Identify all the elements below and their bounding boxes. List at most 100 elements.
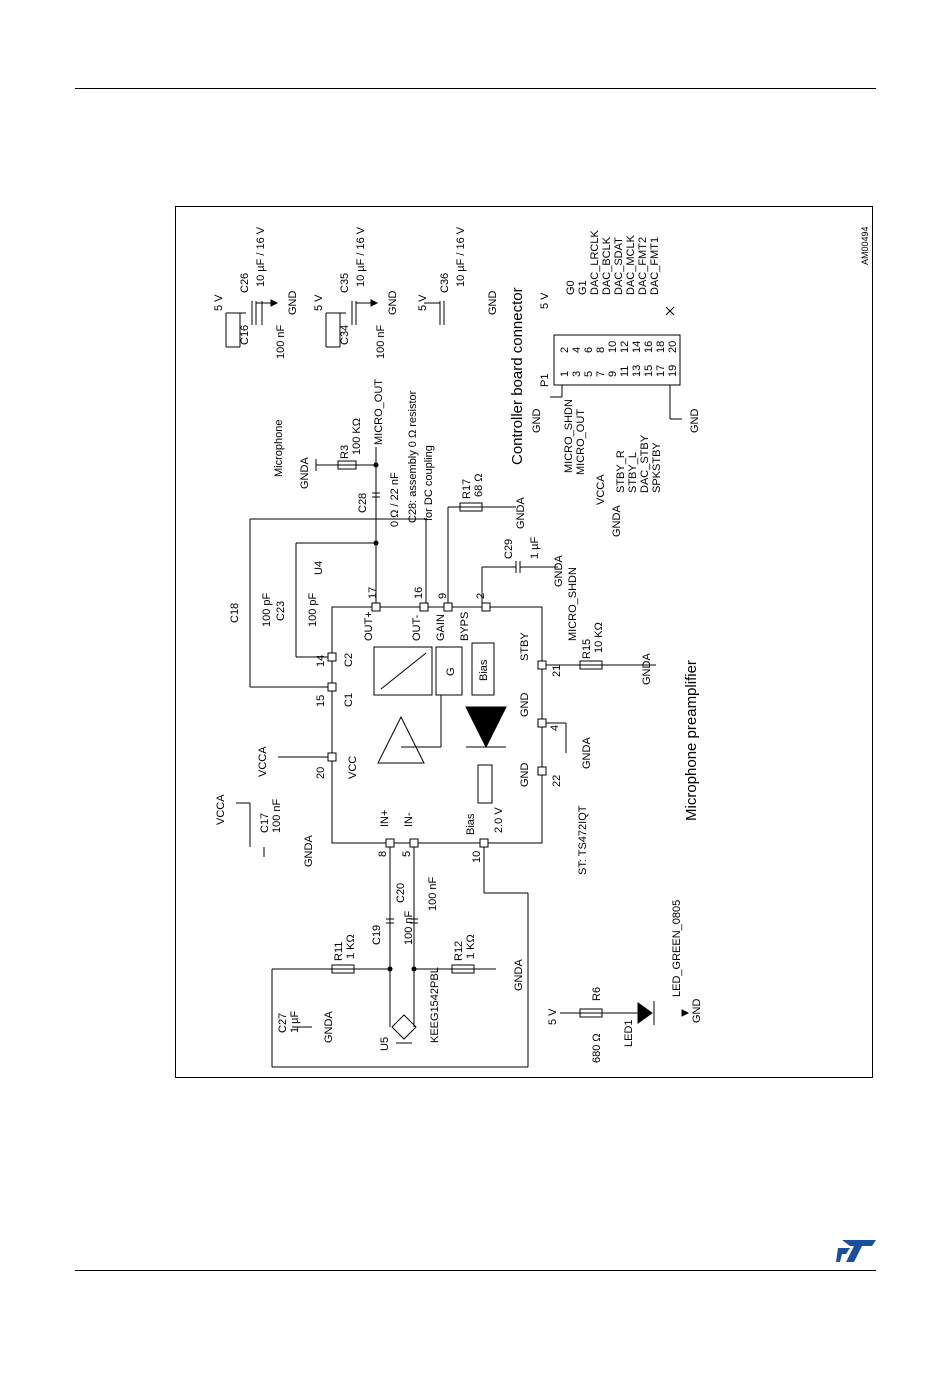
svg-text:17: 17 (367, 587, 379, 599)
svg-text:4: 4 (571, 347, 583, 353)
svg-text:C35: C35 (339, 273, 351, 293)
svg-text:8: 8 (377, 851, 389, 857)
svg-text:5 V: 5 V (547, 1008, 559, 1025)
p1-even-signals: G0 G1 DAC_LRCLK DAC_BCLK DAC_SDAT DAC_MC… (565, 230, 661, 295)
svg-text:VCCA: VCCA (257, 746, 269, 777)
svg-text:100 nF: 100 nF (271, 798, 283, 833)
svg-text:10 µF / 16 V: 10 µF / 16 V (255, 226, 267, 287)
connector-title: Controller board connector (509, 287, 526, 465)
svg-text:C28: C28 (357, 493, 369, 513)
svg-text:20: 20 (315, 767, 327, 779)
svg-text:GND: GND (487, 291, 499, 316)
r17-c29-network: R17 68 Ω GNDA C29 1 µF GNDA (447, 473, 565, 607)
svg-text:R6: R6 (591, 987, 603, 1001)
svg-text:15: 15 (315, 695, 327, 707)
svg-text:100 KΩ: 100 KΩ (351, 418, 363, 455)
svg-text:GND: GND (287, 291, 299, 316)
svg-text:Bias: Bias (478, 659, 490, 681)
svg-text:20: 20 (667, 341, 679, 353)
svg-text:5: 5 (401, 851, 413, 857)
svg-text:5 V: 5 V (313, 294, 325, 311)
svg-text:2.0 V: 2.0 V (493, 807, 505, 833)
svg-text:VCC: VCC (347, 756, 359, 779)
svg-text:8: 8 (595, 347, 607, 353)
svg-text:100 pF: 100 pF (261, 592, 273, 627)
svg-text:7: 7 (595, 371, 607, 377)
svg-text:17: 17 (655, 365, 667, 377)
schematic-frame: AM00494 Controller board connector Micro… (175, 206, 873, 1078)
svg-text:GND: GND (531, 409, 543, 434)
svg-text:21: 21 (551, 665, 563, 677)
svg-text:OUT+: OUT+ (363, 611, 375, 641)
svg-text:SPKSTBY: SPKSTBY (651, 442, 663, 493)
svg-text:14: 14 (315, 655, 327, 667)
svg-text:5 V: 5 V (417, 294, 429, 311)
output-network: GNDA R3 100 KΩ MICRO_OUT C28 0 Ω / 22 nF… (299, 379, 435, 607)
u4-ic: U4 ST: TS472IQT G Bias 17 OUT+ 16 OUT- 9… (313, 561, 589, 875)
p1-pin-numbers: 1 3 5 7 9 11 13 15 17 19 2 4 6 8 10 12 1… (559, 341, 679, 377)
svg-text:KEEG1542PBL: KEEG1542PBL (429, 967, 441, 1043)
svg-text:1 µF: 1 µF (529, 536, 541, 559)
svg-text:C2: C2 (343, 653, 355, 667)
svg-text:MICRO_SHDN: MICRO_SHDN (563, 399, 575, 473)
svg-text:STBY_R: STBY_R (615, 450, 627, 493)
svg-text:GNDA: GNDA (323, 1011, 335, 1043)
svg-text:R3: R3 (339, 445, 351, 459)
svg-text:18: 18 (655, 341, 667, 353)
svg-text:R12: R12 (453, 941, 465, 961)
svg-text:G: G (445, 667, 457, 676)
svg-text:GAIN: GAIN (435, 614, 447, 641)
feedback-caps: C18 100 pF C23 100 pF (229, 518, 427, 688)
svg-text:5 V: 5 V (539, 292, 551, 309)
svg-text:GNDA: GNDA (303, 835, 315, 867)
svg-text:14: 14 (631, 341, 643, 353)
svg-text:GNDA: GNDA (513, 959, 525, 991)
svg-text:16: 16 (643, 341, 655, 353)
svg-text:MICRO_OUT: MICRO_OUT (575, 409, 587, 475)
svg-text:2: 2 (475, 593, 487, 599)
svg-text:4: 4 (549, 725, 561, 731)
svg-text:13: 13 (631, 365, 643, 377)
svg-text:GND: GND (689, 409, 701, 434)
svg-text:0 Ω / 22 nF: 0 Ω / 22 nF (389, 472, 401, 527)
header-rule (75, 88, 876, 89)
schematic-diagram: AM00494 Controller board connector Micro… (213, 226, 870, 1068)
svg-text:100 pF: 100 pF (307, 592, 319, 627)
svg-text:10 µF / 16 V: 10 µF / 16 V (455, 226, 467, 287)
svg-text:STBY_L: STBY_L (627, 452, 639, 493)
svg-text:DAC_FMT1: DAC_FMT1 (649, 237, 661, 295)
svg-text:15: 15 (643, 365, 655, 377)
svg-text:22: 22 (551, 775, 563, 787)
svg-text:MICRO_SHDN: MICRO_SHDN (567, 567, 579, 641)
svg-text:G0: G0 (565, 280, 577, 295)
stby-network: MICRO_SHDN R15 10 KΩ GNDA GNDA (546, 567, 656, 769)
svg-text:BYPS: BYPS (459, 612, 471, 641)
p1-odd-signals: MICRO_SHDN MICRO_OUT VCCA GNDA STBY_R ST… (563, 399, 663, 537)
svg-text:GNDA: GNDA (581, 737, 593, 769)
footer-rule (75, 1270, 876, 1271)
svg-text:C20: C20 (395, 883, 407, 903)
svg-text:10 µF / 16 V: 10 µF / 16 V (355, 226, 367, 287)
svg-text:Bias: Bias (465, 813, 477, 835)
svg-text:100 nF: 100 nF (375, 324, 387, 359)
svg-text:12: 12 (619, 341, 631, 353)
microphone-label: Microphone (273, 420, 285, 477)
svg-text:10: 10 (471, 851, 483, 863)
svg-text:3: 3 (571, 371, 583, 377)
svg-text:5: 5 (583, 371, 595, 377)
svg-text:for DC coupling: for DC coupling (423, 445, 435, 521)
svg-text:DAC_FMT2: DAC_FMT2 (637, 237, 649, 295)
svg-text:GND: GND (519, 763, 531, 788)
svg-text:6: 6 (583, 347, 595, 353)
svg-text:VCCA: VCCA (595, 474, 607, 505)
svg-text:10 KΩ: 10 KΩ (593, 622, 605, 653)
svg-text:100 nF: 100 nF (275, 324, 287, 359)
svg-text:DAC_SDAT: DAC_SDAT (613, 237, 625, 295)
figure-id: AM00494 (860, 226, 870, 265)
svg-text:GND: GND (387, 291, 399, 316)
svg-text:C23: C23 (275, 601, 287, 621)
svg-text:IN+: IN+ (379, 810, 391, 827)
led-network: 5 V R6 680 Ω LED1 LED_GREEN_0805 GND (547, 900, 703, 1063)
svg-text:LED1: LED1 (623, 1019, 635, 1047)
svg-text:9: 9 (607, 371, 619, 377)
